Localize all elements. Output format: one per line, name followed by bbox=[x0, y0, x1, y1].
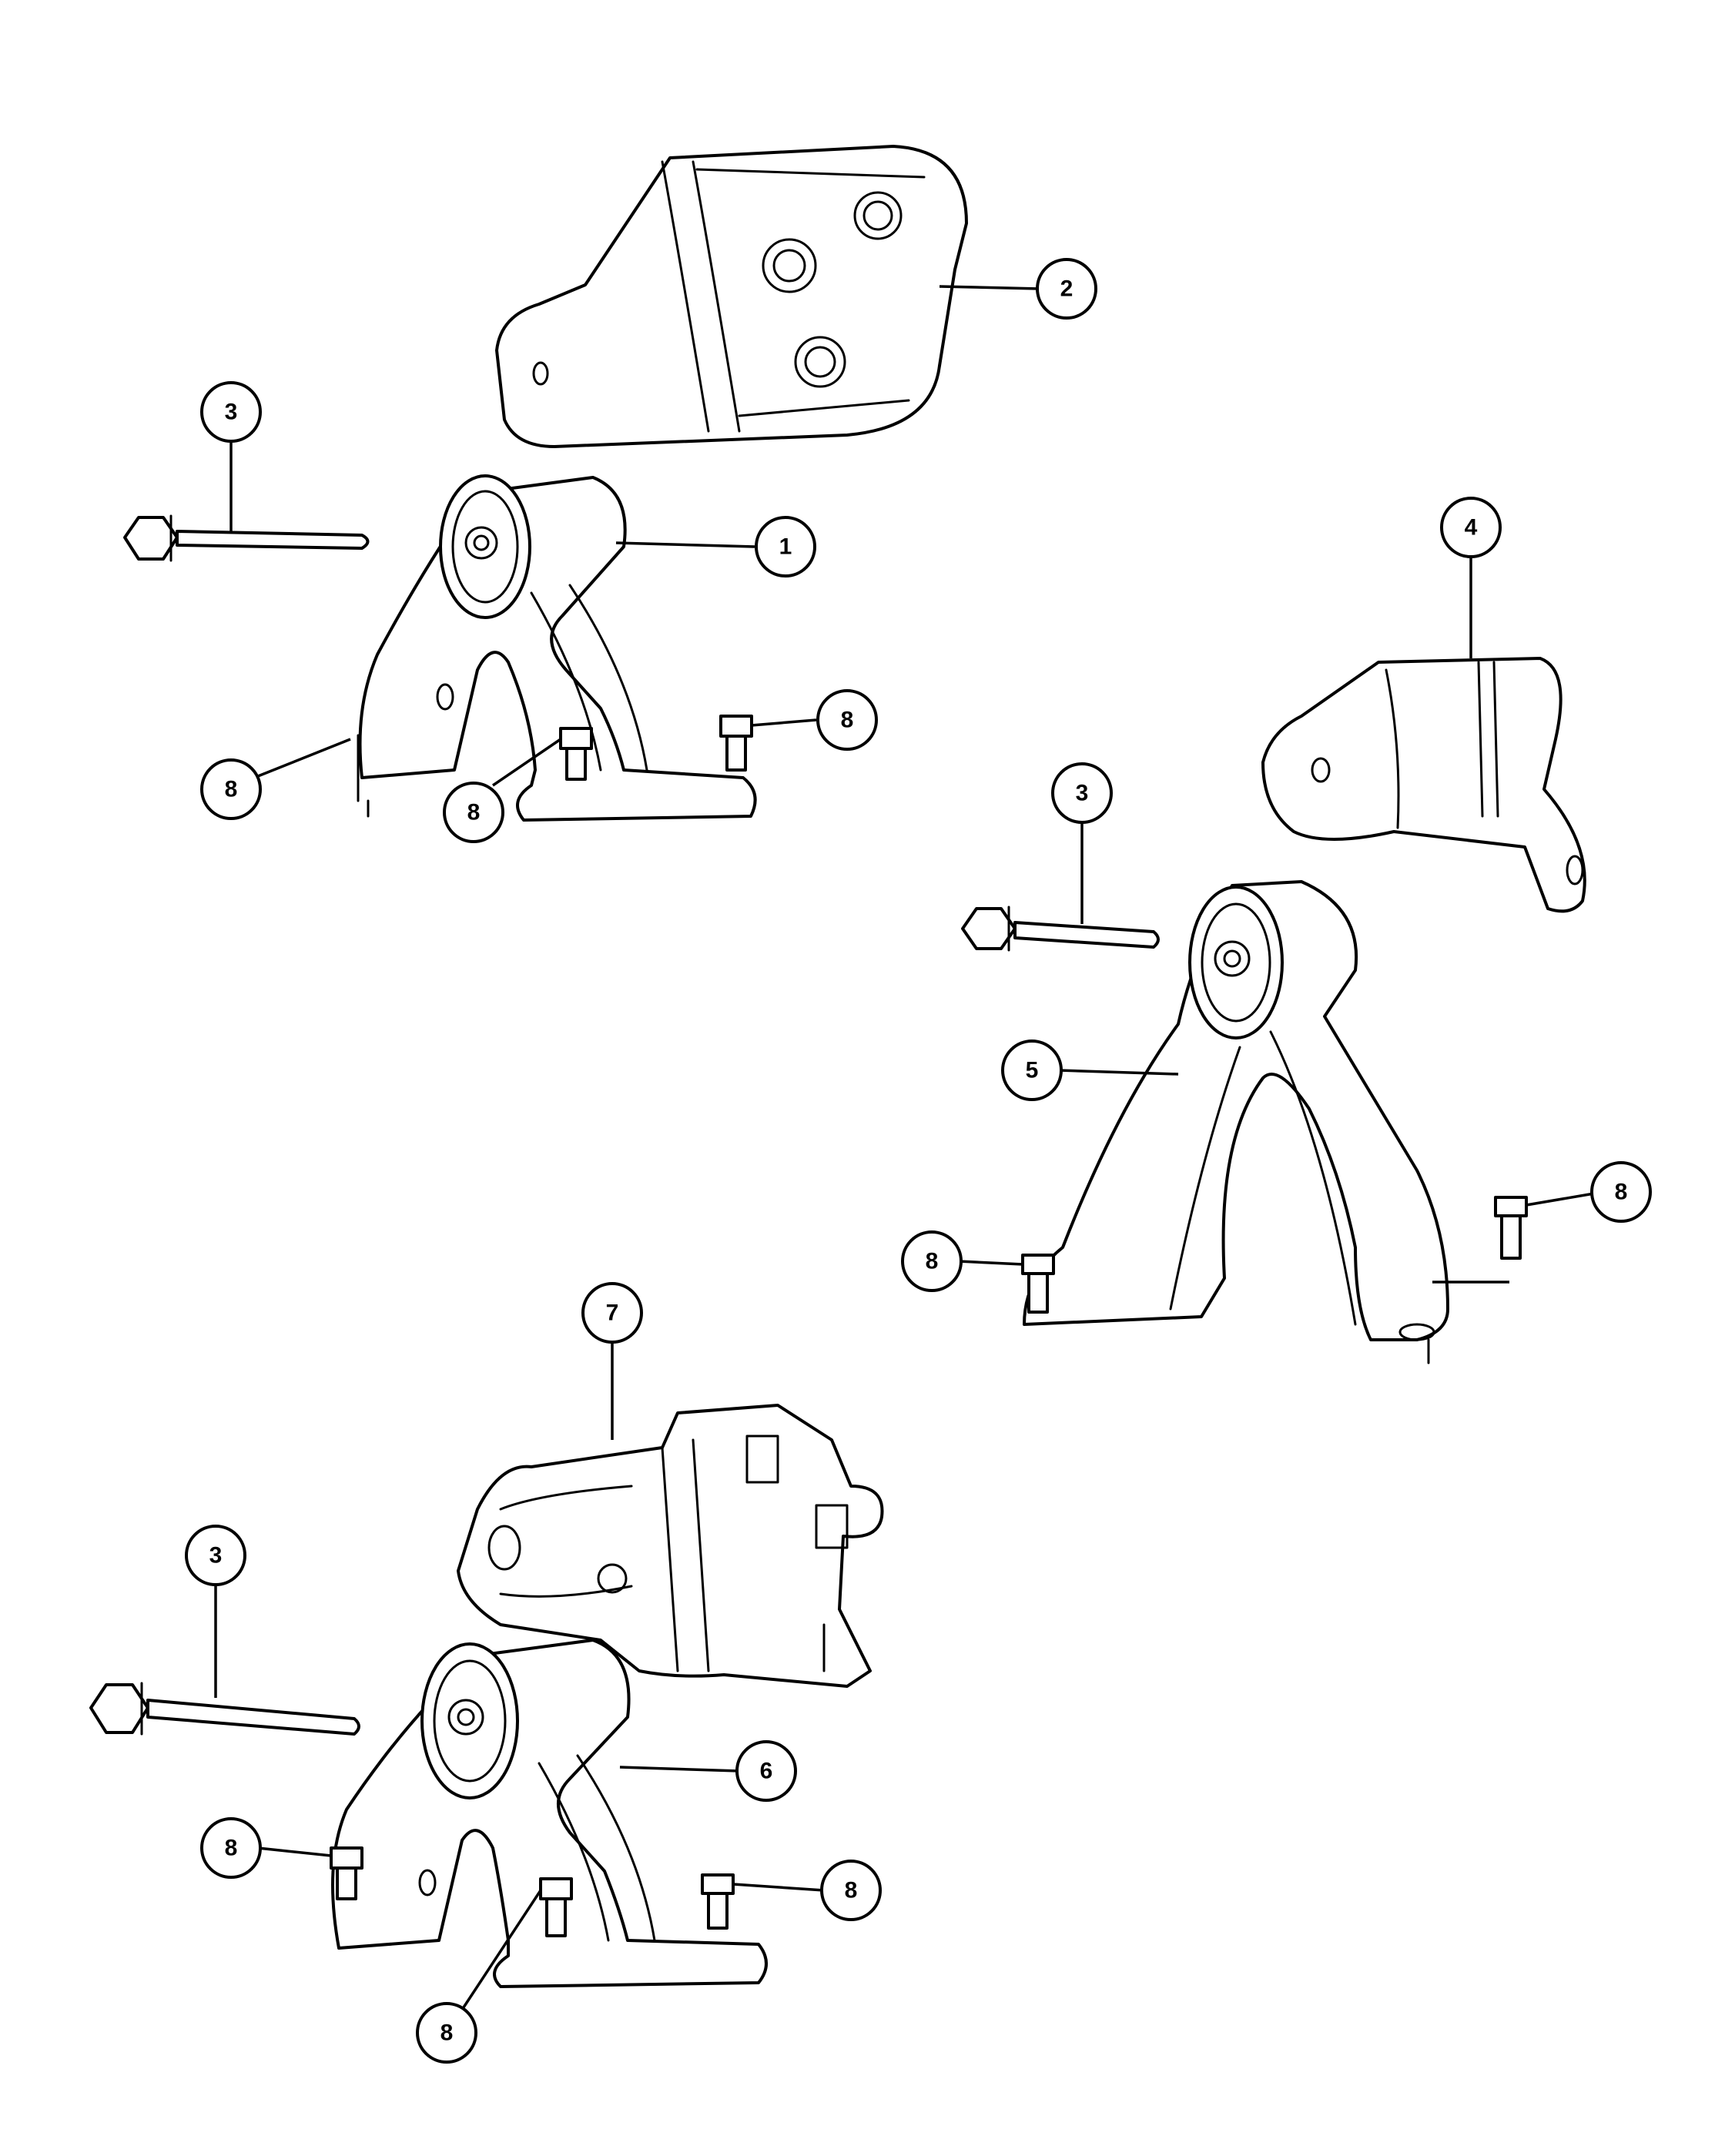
callout-8-c: 8 bbox=[816, 689, 878, 751]
callout-8-a-label: 8 bbox=[225, 777, 238, 802]
callout-8-e: 8 bbox=[1590, 1161, 1652, 1223]
callout-3-upper: 3 bbox=[200, 381, 262, 443]
callout-8-e-label: 8 bbox=[1615, 1180, 1628, 1205]
callout-8-h: 8 bbox=[416, 2002, 477, 2064]
leader-lines bbox=[214, 285, 1595, 2010]
callout-3-right-label: 3 bbox=[1076, 781, 1089, 806]
bracket-part-4 bbox=[1261, 657, 1586, 913]
callout-7-label: 7 bbox=[606, 1301, 619, 1326]
callout-1-label: 1 bbox=[779, 534, 792, 560]
callout-5-label: 5 bbox=[1026, 1058, 1039, 1083]
bolt-part-3-right bbox=[961, 906, 1160, 952]
callout-8-h-label: 8 bbox=[440, 2020, 454, 2046]
callout-3-lower: 3 bbox=[185, 1525, 246, 1586]
bracket-part-2 bbox=[495, 145, 968, 448]
bolt-part-3-lower bbox=[89, 1682, 360, 1736]
callout-8-g: 8 bbox=[820, 1860, 882, 1921]
callout-7: 7 bbox=[581, 1282, 643, 1344]
mount-part-6 bbox=[331, 1639, 768, 1988]
callout-8-c-label: 8 bbox=[841, 708, 854, 733]
bolt-part-8-g bbox=[701, 1873, 735, 1930]
bolt-part-8-b bbox=[719, 715, 753, 772]
bolt-part-8-e bbox=[330, 1846, 363, 1900]
bolt-part-8-a bbox=[559, 727, 593, 781]
bracket-part-7 bbox=[457, 1404, 884, 1688]
callout-3-right: 3 bbox=[1051, 762, 1113, 824]
bolt-part-3-upper bbox=[123, 514, 370, 562]
callout-5: 5 bbox=[1001, 1040, 1063, 1101]
callout-8-f-label: 8 bbox=[225, 1836, 238, 1861]
callout-8-b-label: 8 bbox=[467, 800, 481, 825]
callout-8-g-label: 8 bbox=[845, 1878, 858, 1903]
fasteners-part-8 bbox=[330, 715, 1528, 1937]
callout-8-b: 8 bbox=[443, 782, 504, 843]
callout-8-a: 8 bbox=[200, 758, 262, 820]
callout-6: 6 bbox=[735, 1740, 797, 1802]
callout-8-f: 8 bbox=[200, 1817, 262, 1879]
callout-3-upper-label: 3 bbox=[225, 400, 238, 425]
mount-part-1 bbox=[357, 474, 757, 822]
callout-8-d-label: 8 bbox=[926, 1249, 939, 1274]
callout-6-label: 6 bbox=[760, 1759, 773, 1784]
bolt-part-8-c bbox=[1021, 1254, 1055, 1314]
bolt-part-8-d bbox=[1494, 1196, 1528, 1260]
bolt-part-8-f bbox=[539, 1877, 573, 1937]
callout-1: 1 bbox=[755, 516, 816, 578]
callout-8-d: 8 bbox=[901, 1230, 963, 1292]
callout-3-lower-label: 3 bbox=[209, 1543, 223, 1568]
callout-4: 4 bbox=[1440, 497, 1502, 558]
callout-2: 2 bbox=[1036, 258, 1097, 320]
mount-part-5 bbox=[1023, 880, 1449, 1364]
callout-2-label: 2 bbox=[1060, 276, 1074, 302]
callout-4-label: 4 bbox=[1465, 515, 1478, 541]
